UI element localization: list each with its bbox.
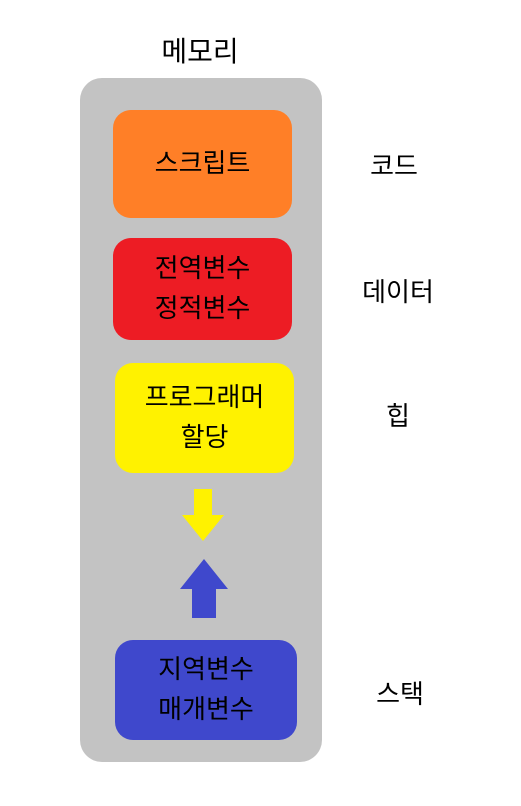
stack-segment-label: 스택 — [376, 680, 424, 710]
data-segment-label: 데이터 — [362, 278, 434, 308]
heap-growth-down-arrow-icon — [182, 489, 224, 541]
code-segment-block: 스크립트 — [113, 110, 292, 218]
code-segment-label: 코드 — [370, 152, 418, 182]
stack-segment-block: 지역변수 매개변수 — [115, 640, 297, 740]
heap-segment-block: 프로그래머 할당 — [115, 363, 294, 473]
data-segment-block: 전역변수 정적변수 — [113, 238, 292, 340]
data-block-line-2: 정적변수 — [154, 294, 251, 324]
heap-block-line-2: 할당 — [180, 423, 229, 453]
heap-block-line-1: 프로그래머 — [144, 383, 265, 413]
diagram-title: 메모리 — [161, 35, 239, 68]
stack-block-line-2: 매개변수 — [158, 695, 254, 725]
data-block-line-1: 전역변수 — [154, 254, 251, 284]
code-block-line-1: 스크립트 — [154, 149, 251, 179]
heap-segment-label: 힙 — [386, 402, 410, 432]
stack-growth-up-arrow-icon — [180, 559, 228, 618]
stack-block-line-1: 지역변수 — [158, 655, 254, 685]
